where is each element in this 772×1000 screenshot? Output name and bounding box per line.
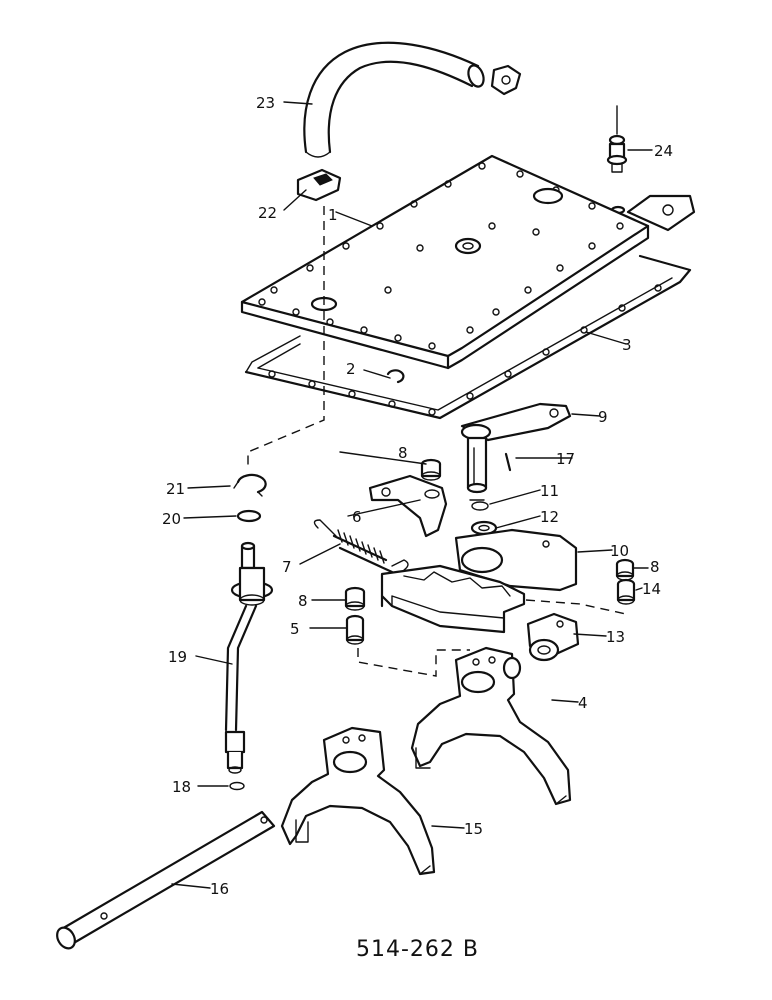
callout-labels: 23 22 1 24 3 2 9 8 17 21 11 6 20 12 10 7… — [162, 94, 673, 898]
callout-10: 10 — [610, 542, 629, 560]
callout-22: 22 — [258, 204, 277, 222]
callout-1: 1 — [328, 206, 338, 224]
part-4-shift-fork — [410, 646, 572, 806]
callout-9: 9 — [598, 408, 608, 426]
callout-3: 3 — [622, 336, 632, 354]
part-1-cover-plate — [240, 154, 696, 370]
part-13-shift-block — [526, 612, 580, 662]
callout-15: 15 — [464, 820, 483, 838]
part-17-pin — [504, 452, 512, 472]
callout-14: 14 — [642, 580, 661, 598]
callout-6: 6 — [352, 508, 362, 526]
part-21-circlip — [233, 473, 267, 497]
part-14-dowel — [616, 578, 636, 605]
callout-7: 7 — [282, 558, 292, 576]
assembly-line-right — [525, 599, 627, 615]
callout-21: 21 — [166, 480, 185, 498]
callout-24: 24 — [654, 142, 673, 160]
part-18-o-ring — [229, 781, 245, 791]
callout-12: 12 — [540, 508, 559, 526]
callout-11: 11 — [540, 482, 559, 500]
part-11-o-ring — [471, 501, 489, 511]
callout-4: 4 — [578, 694, 588, 712]
part-6-interlock — [368, 474, 448, 538]
part-7-spring — [313, 519, 409, 574]
part-9-shift-lever — [460, 402, 572, 501]
part-15-shift-fork — [280, 726, 436, 876]
part-24-breather-valve — [606, 105, 628, 215]
callout-2: 2 — [346, 360, 356, 378]
part-20-seal — [236, 509, 262, 523]
part-16-shift-rail — [56, 810, 276, 950]
callout-8b: 8 — [298, 592, 308, 610]
callout-20: 20 — [162, 510, 181, 528]
part-5-dowel — [345, 614, 365, 645]
callout-5: 5 — [290, 620, 300, 638]
callout-13: 13 — [606, 628, 625, 646]
callout-8a: 8 — [398, 444, 408, 462]
callout-17: 17 — [556, 450, 575, 468]
drawing-number: 514-262 B — [356, 937, 479, 962]
part-8-bush-right — [615, 558, 635, 581]
part-19-selector-rod — [224, 541, 274, 774]
part-23-breather-hose — [303, 41, 522, 158]
part-22-hose-clip — [296, 168, 342, 202]
assembly-line-centre — [357, 648, 470, 677]
part-8-bush-left — [344, 586, 366, 611]
leader-lines — [171, 101, 653, 889]
part-2-retaining-ring — [386, 369, 405, 384]
assembly-line-left — [247, 206, 325, 470]
callout-19: 19 — [168, 648, 187, 666]
part-10-selector-plate — [380, 528, 578, 634]
callout-8c: 8 — [650, 558, 660, 576]
callout-16: 16 — [210, 880, 229, 898]
part-8-bush-upper — [420, 458, 442, 481]
part-3-gasket — [244, 254, 692, 420]
callout-23: 23 — [256, 94, 275, 112]
callout-18: 18 — [172, 778, 191, 796]
